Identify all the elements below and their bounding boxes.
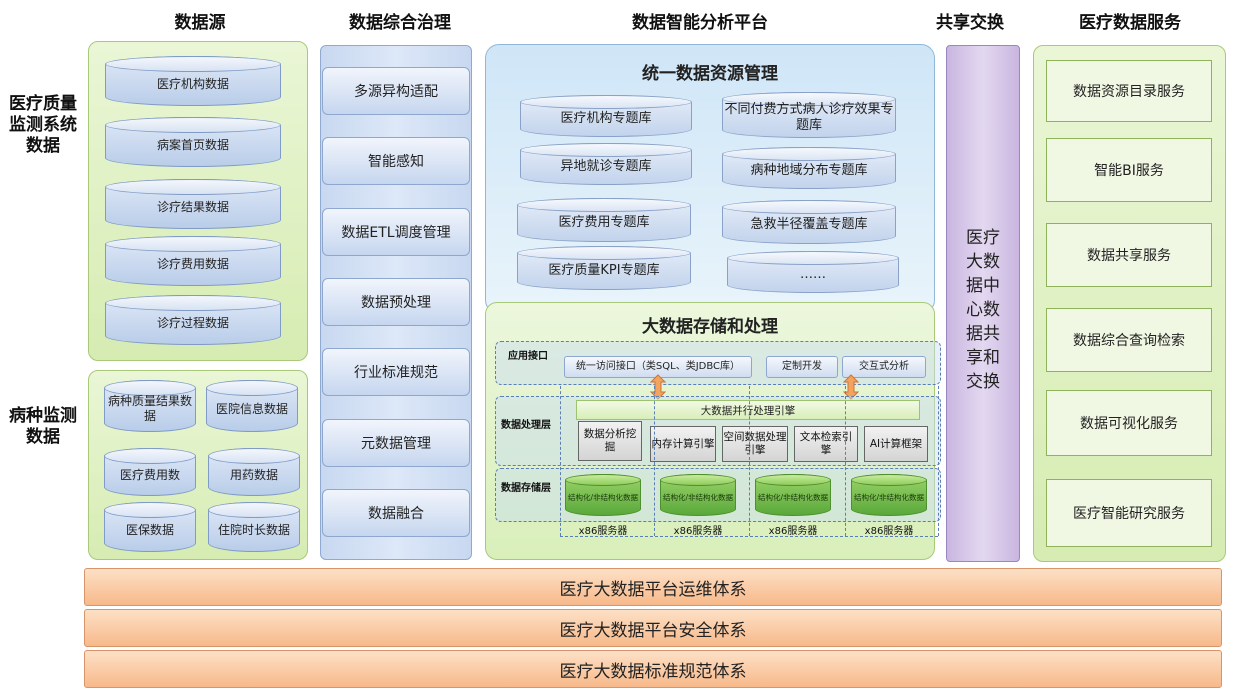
server-label: x86服务器 bbox=[768, 526, 818, 537]
source-cylinder: 诊疗结果数据 bbox=[105, 179, 281, 229]
source-cylinder: 医疗费用数 bbox=[104, 448, 196, 496]
topic-database: 医疗质量KPI专题库 bbox=[517, 246, 691, 290]
service-box: 数据综合查询检索 bbox=[1046, 308, 1212, 372]
service-box: 医疗智能研究服务 bbox=[1046, 479, 1212, 547]
operations-system-bar: 医疗大数据平台运维体系 bbox=[84, 568, 1222, 606]
data-storage-label: 数据存储层 bbox=[501, 483, 551, 494]
governance-item: 元数据管理 bbox=[322, 419, 470, 467]
topic-database: 急救半径覆盖专题库 bbox=[722, 200, 896, 244]
source-cylinder: 病种质量结果数据 bbox=[104, 380, 196, 432]
governance-item: 多源异构适配 bbox=[322, 67, 470, 115]
header-data-governance: 数据综合治理 bbox=[349, 13, 451, 33]
services-panel bbox=[1033, 45, 1226, 562]
topic-database: 不同付费方式病人诊疗效果专题库 bbox=[722, 92, 896, 138]
source-cylinder: 医院信息数据 bbox=[206, 380, 298, 432]
header-medical-data-service: 医疗数据服务 bbox=[1079, 13, 1181, 33]
share-exchange-text: 医疗大数据中心数据共享和交换 bbox=[966, 228, 1000, 392]
parallel-processing-engine: 大数据并行处理引擎 bbox=[576, 400, 920, 420]
server-label: x86服务器 bbox=[578, 526, 628, 537]
topic-database: 医疗费用专题库 bbox=[517, 198, 691, 242]
topic-database: 病种地域分布专题库 bbox=[722, 147, 896, 189]
governance-item: 行业标准规范 bbox=[322, 348, 470, 396]
standards-system-bar: 医疗大数据标准规范体系 bbox=[84, 650, 1222, 688]
custom-development: 定制开发 bbox=[766, 356, 838, 378]
source-cylinder: 诊疗费用数据 bbox=[105, 236, 281, 286]
interactive-analysis: 交互式分析 bbox=[842, 356, 926, 378]
server-column-divider bbox=[749, 386, 750, 536]
governance-item: 智能感知 bbox=[322, 137, 470, 185]
header-data-source: 数据源 bbox=[174, 13, 226, 33]
server-column-divider bbox=[654, 386, 655, 536]
engine-box: 文本检索引擎 bbox=[794, 426, 858, 462]
storage-cylinder: 结构化/非结构化数据 bbox=[851, 474, 927, 516]
source-cylinder: 用药数据 bbox=[208, 448, 300, 496]
share-exchange-column bbox=[946, 45, 1020, 562]
service-box: 数据共享服务 bbox=[1046, 223, 1212, 287]
engine-box: 空间数据处理引擎 bbox=[722, 426, 788, 462]
governance-item: 数据ETL调度管理 bbox=[322, 208, 470, 256]
topic-database: …… bbox=[727, 251, 899, 293]
service-box: 数据可视化服务 bbox=[1046, 390, 1212, 456]
server-column-divider bbox=[845, 386, 846, 536]
governance-item: 数据融合 bbox=[322, 489, 470, 537]
source-cylinder: 诊疗过程数据 bbox=[105, 295, 281, 345]
storage-cylinder: 结构化/非结构化数据 bbox=[565, 474, 641, 516]
storage-cylinder: 结构化/非结构化数据 bbox=[660, 474, 736, 516]
server-row-divider bbox=[560, 536, 938, 537]
header-analysis-platform: 数据智能分析平台 bbox=[632, 13, 768, 33]
topic-database: 医疗机构专题库 bbox=[520, 95, 692, 137]
source-cylinder: 病案首页数据 bbox=[105, 117, 281, 167]
engine-box: AI计算框架 bbox=[864, 426, 928, 462]
server-column-divider bbox=[560, 386, 561, 536]
engine-box: 数据分析挖掘 bbox=[578, 421, 642, 461]
source-cylinder: 医保数据 bbox=[104, 502, 196, 552]
security-system-bar: 医疗大数据平台安全体系 bbox=[84, 609, 1222, 647]
governance-item: 数据预处理 bbox=[322, 278, 470, 326]
header-share-exchange: 共享交换 bbox=[936, 13, 1004, 33]
data-processing-label: 数据处理层 bbox=[501, 420, 551, 431]
resource-management-title: 统一数据资源管理 bbox=[642, 64, 778, 84]
server-label: x86服务器 bbox=[864, 526, 914, 537]
side-label-disease: 病种监测数据 bbox=[9, 406, 77, 447]
server-column-divider bbox=[938, 386, 939, 536]
storage-processing-title: 大数据存储和处理 bbox=[642, 317, 778, 337]
engine-box: 内存计算引擎 bbox=[650, 426, 716, 462]
source-cylinder: 住院时长数据 bbox=[208, 502, 300, 552]
server-label: x86服务器 bbox=[673, 526, 723, 537]
double-arrow-icon bbox=[843, 374, 859, 400]
service-box: 智能BI服务 bbox=[1046, 138, 1212, 202]
topic-database: 异地就诊专题库 bbox=[520, 143, 692, 185]
service-box: 数据资源目录服务 bbox=[1046, 60, 1212, 122]
storage-cylinder: 结构化/非结构化数据 bbox=[755, 474, 831, 516]
app-interface-label: 应用接口 bbox=[508, 351, 548, 362]
side-label-quality: 医疗质量监测系统数据 bbox=[9, 94, 77, 156]
source-cylinder: 医疗机构数据 bbox=[105, 56, 281, 106]
